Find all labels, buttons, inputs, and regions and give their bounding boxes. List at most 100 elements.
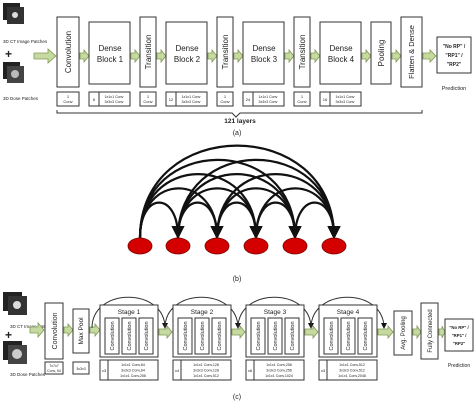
stage-title: Stage 4 (337, 309, 360, 316)
flow-arrow (207, 48, 218, 64)
transition-sub-box (293, 91, 311, 107)
transition-3-label: Transition (298, 35, 307, 70)
panel-b: (b) (127, 144, 347, 283)
panel-a: 3D CT Image Patches + 3D Dose Patches Co… (3, 3, 472, 137)
dense-block-1-label: Block 1 (97, 55, 124, 64)
avgpool-label: Avg. Pooling (401, 316, 407, 350)
transition-sub-box (139, 91, 157, 107)
maxpool-sub-text: 3x3x3 (76, 367, 85, 371)
dense-block-1 (88, 21, 131, 85)
transition-1-label: Transition (144, 35, 153, 70)
output-class: "No RP" / (443, 44, 466, 50)
stage-conv-box (340, 317, 356, 355)
transition-sub-text: Conv (220, 99, 229, 104)
flow-arrow (79, 48, 90, 64)
flow-arrow (304, 324, 319, 340)
dense-sub-box (252, 91, 285, 107)
skip-connection-arc (237, 296, 314, 329)
layer-node (243, 237, 269, 255)
dense-connection-arc (176, 173, 302, 240)
dose-patch-image (12, 349, 22, 359)
output-class: "RP2" (447, 62, 462, 68)
layers-label: 121 layers (224, 118, 256, 125)
stage-conv-box (177, 317, 193, 355)
prediction-label: Prediction (448, 363, 470, 369)
output-box (444, 318, 474, 352)
dense-block-1-label: Dense (98, 44, 122, 53)
stage-conv-label: Convolution (329, 321, 335, 350)
stage-sub-text: 1x1x1 Conv,64 (121, 363, 145, 367)
dense-count: 16 (323, 97, 328, 102)
input-label-dose: 3D Dose Patches (10, 372, 46, 377)
dense-block-4-label: Block 4 (328, 55, 355, 64)
conv-block (56, 16, 80, 88)
fc-label: Fully Connected (428, 309, 434, 352)
dense-sub-text: 1x1x1 Conv (105, 95, 124, 99)
transition-sub-box (216, 91, 234, 107)
dense-sub-text: 3x3x3 Conv (259, 100, 278, 104)
flow-arrow (89, 322, 101, 338)
stage-conv-label: Convolution (273, 321, 279, 350)
flow-arrow (310, 48, 321, 64)
skip-connection-arc (310, 296, 387, 329)
layers-brace (56, 110, 423, 118)
stage-conv-label: Convolution (217, 321, 223, 350)
stage-sub-box (107, 359, 159, 381)
stage-conv-box (284, 317, 300, 355)
layer-node (321, 237, 347, 255)
transition-3 (293, 16, 311, 88)
maxpool-block (72, 308, 90, 354)
stage-conv-box (194, 317, 210, 355)
stage-conv-box (104, 317, 120, 355)
input-arrow (29, 321, 45, 339)
transition-sub-text: 1 (301, 94, 304, 99)
stage-conv-box (267, 317, 283, 355)
pooling-label: Pooling (377, 40, 386, 67)
dense-connection-arc (138, 144, 341, 240)
conv-sub-text: Conv (63, 99, 72, 104)
flow-arrow (391, 48, 402, 64)
maxpool-sub-box (72, 361, 90, 375)
plus-sign: + (5, 328, 12, 342)
dense-sub-box (98, 91, 131, 107)
stage-conv-box (323, 317, 339, 355)
dose-patch-image (11, 70, 19, 78)
stage-sub-text: 1x1x1 Conv,512 (339, 363, 365, 367)
fc-block (420, 302, 439, 360)
output-box (436, 36, 472, 74)
stage-conv-label: Convolution (290, 321, 296, 350)
flow-arrow (63, 322, 74, 338)
skip-connection-arc (91, 296, 168, 329)
caption-a: (a) (233, 130, 242, 137)
transition-2 (216, 16, 234, 88)
stage-conv-label: Convolution (200, 321, 206, 350)
stage-sub-text: 1x1x1 Conv,256 (266, 363, 292, 367)
transition-sub-text: 1 (224, 94, 227, 99)
transition-sub-text: Conv (297, 99, 306, 104)
dense-block-3 (242, 21, 285, 85)
stage-title: Stage 2 (191, 309, 214, 316)
flow-arrow (422, 49, 437, 63)
flatten-dense-block (400, 16, 423, 88)
input-label-ct: 3D CT Image Patches (10, 324, 55, 329)
conv-sub-text: 1 (67, 94, 70, 99)
stage-conv-box (357, 317, 373, 355)
stage-conv-box (138, 317, 154, 355)
input-arrow (33, 48, 57, 64)
stage-count: x3 (321, 368, 326, 373)
prediction-label: Prediction (442, 86, 466, 92)
dense-sub-text: 1x1x1 Conv (182, 95, 201, 99)
dense-sub-text: 3x3x3 Conv (336, 100, 355, 104)
dense-block-4-label: Dense (329, 44, 353, 53)
stage-conv-box (121, 317, 137, 355)
flow-arrow (412, 324, 422, 340)
layer-node (165, 237, 191, 255)
conv-label: Convolution (64, 31, 73, 73)
stage-sub-text: 3x3x3 Conv,64 (121, 369, 145, 373)
plus-sign: + (5, 47, 12, 61)
stage-conv-label: Convolution (256, 321, 262, 350)
output-class: "RP1" / (445, 53, 463, 59)
conv-label: Convolution (52, 312, 59, 349)
